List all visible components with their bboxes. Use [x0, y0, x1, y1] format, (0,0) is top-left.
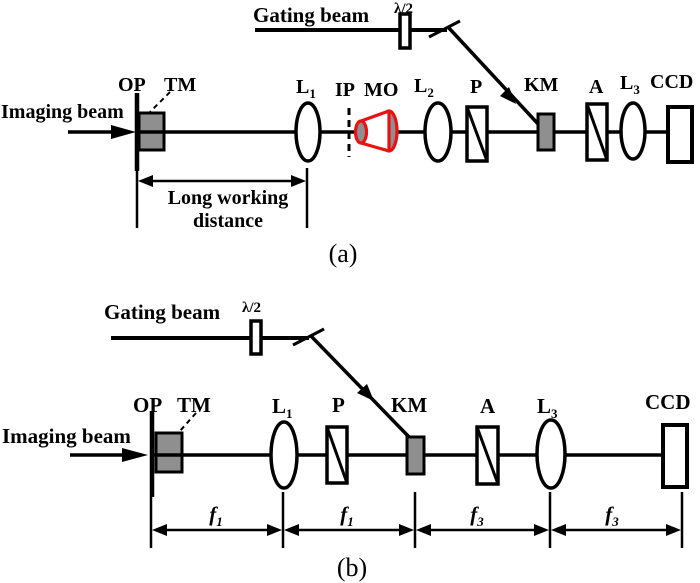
lens-l1-label: L1 — [272, 394, 293, 421]
kick-mirror-km-label: KM — [391, 393, 427, 417]
gating-beam-diagonal — [446, 25, 542, 128]
ccd-detector — [661, 423, 689, 489]
mo-label: MO — [364, 79, 398, 101]
gating-beam-diagonal — [309, 334, 412, 440]
panel-a-caption: (a) — [329, 239, 358, 268]
lens-l1-label: L1 — [296, 76, 316, 101]
panel-a: Gating beam λ/2 Imaging beam OP TM L1 IP… — [1, 1, 694, 268]
arrowhead — [122, 448, 148, 462]
polarizer-p-label: P — [470, 76, 482, 98]
panel-b-caption: (b) — [337, 553, 367, 582]
arrowhead — [399, 524, 414, 536]
op-label: OP — [133, 393, 162, 417]
halfwave-plate-label: λ/2 — [242, 300, 261, 316]
distance-f3-label: f3 — [605, 502, 619, 529]
working-distance-text-2: distance — [193, 210, 263, 232]
lens-l2-label: L2 — [414, 75, 434, 100]
gating-beam-label: Gating beam — [104, 300, 221, 324]
beam-bend-barb — [428, 19, 461, 39]
ip-label: IP — [335, 79, 355, 101]
lens-l3-label: L3 — [537, 394, 558, 421]
distance-f1-label: f1 — [209, 502, 223, 529]
lens-l1 — [269, 420, 299, 490]
ccd-label: CCD — [645, 390, 691, 414]
lens-l2 — [423, 101, 453, 163]
ccd-label: CCD — [650, 71, 693, 93]
lens-l3 — [619, 101, 647, 161]
microscope-objective — [353, 109, 399, 153]
arrowhead — [138, 175, 153, 187]
working-distance-text-1: Long working — [168, 187, 289, 209]
arrowhead — [357, 384, 374, 401]
focal-distance-dimensions: f1 f1 f3 f3 — [149, 492, 684, 548]
arrowhead — [551, 524, 566, 536]
polarizer-p-diagonal — [465, 106, 489, 162]
arrowhead — [284, 524, 299, 536]
halfwave-plate — [398, 12, 412, 50]
arrowhead — [152, 524, 167, 536]
tm-leader-dashed — [149, 91, 171, 113]
analyzer-a-label: A — [589, 76, 604, 98]
op-label: OP — [118, 74, 146, 96]
kick-mirror-km — [536, 112, 556, 152]
gating-beam-label: Gating beam — [253, 3, 370, 27]
lens-l3-label: L3 — [620, 72, 640, 97]
arrowhead — [291, 175, 306, 187]
analyzer-a-label: A — [480, 394, 496, 418]
tm-label: TM — [177, 393, 211, 417]
lens-l3 — [535, 418, 567, 490]
tm-leader-dashed — [179, 412, 197, 432]
turning-mirror — [154, 431, 184, 474]
arrowhead — [500, 87, 516, 104]
arrowhead — [416, 524, 431, 536]
kick-mirror-km-label: KM — [524, 74, 559, 96]
mo-front-face — [353, 119, 369, 145]
tm-label: TM — [164, 74, 196, 96]
ccd-detector — [666, 105, 694, 164]
arrowhead — [111, 125, 136, 139]
polarizer-p-diagonal — [325, 426, 349, 484]
distance-f1-label: f1 — [340, 502, 354, 529]
arrowhead — [534, 524, 549, 536]
imaging-beam-label: Imaging beam — [2, 424, 131, 448]
halfwave-plate — [249, 319, 263, 356]
distance-f3-label: f3 — [470, 502, 484, 529]
arrowhead — [666, 524, 681, 536]
kick-mirror-km — [405, 435, 426, 476]
imaging-beam-label: Imaging beam — [1, 101, 124, 123]
arrowhead — [267, 524, 282, 536]
panel-b: Gating beam λ/2 Imaging beam OP TM L1 P … — [2, 300, 691, 582]
working-distance-dimension: Long working distance — [135, 168, 309, 232]
beam-bend-barb — [292, 327, 325, 347]
polarizer-p-label: P — [332, 393, 345, 417]
analyzer-a-diagonal — [475, 426, 500, 485]
analyzer-a-diagonal — [585, 103, 609, 161]
lens-l1 — [294, 101, 322, 163]
